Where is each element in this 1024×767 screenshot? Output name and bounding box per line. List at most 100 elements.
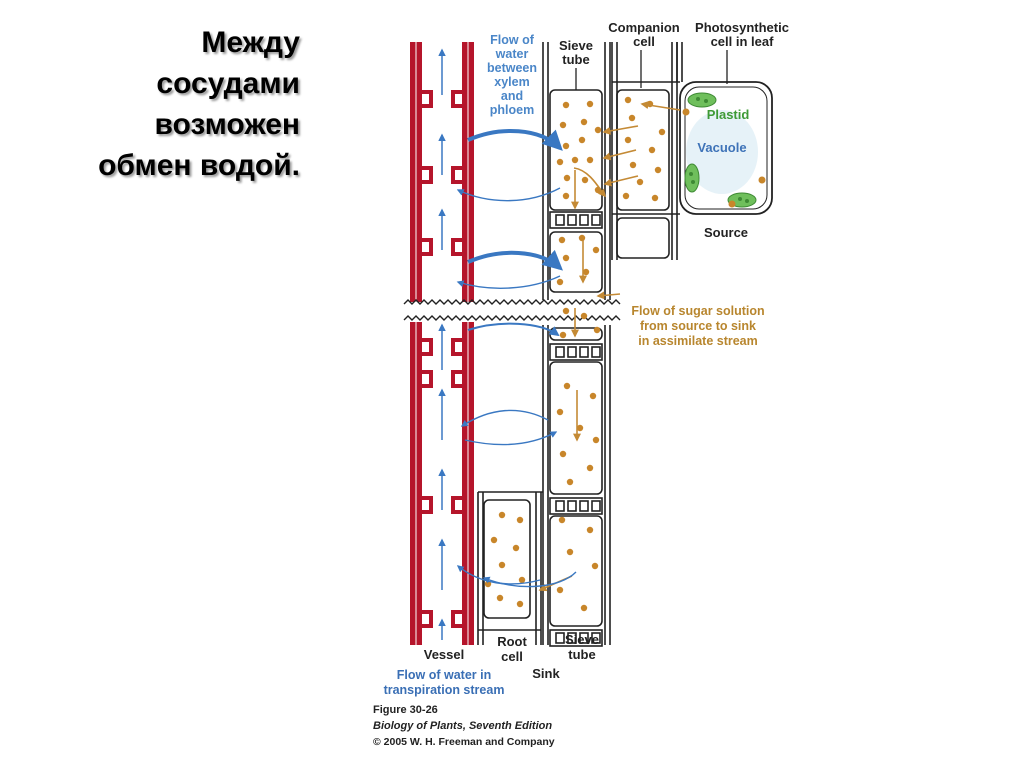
vessel-label: Vessel — [424, 647, 465, 662]
sugar-dot — [580, 604, 588, 612]
sugar-dot — [580, 118, 588, 126]
xylem-pit — [451, 166, 462, 184]
source-label: Source — [704, 225, 748, 240]
sugar-dot — [624, 96, 632, 104]
water-exchange-arrow — [456, 187, 561, 202]
sugar-dot — [582, 268, 590, 276]
water-exchange-arrows — [456, 129, 577, 588]
sieve-plate — [549, 629, 603, 647]
sugar-dot — [580, 312, 588, 320]
phloem-cell-walls — [477, 42, 683, 647]
sieve-pore — [555, 632, 565, 644]
caption-copyright: © 2005 W. H. Freeman and Company — [373, 736, 555, 748]
sugar-dot — [628, 114, 636, 122]
sugar-dot — [629, 161, 637, 169]
svg-text:water: water — [495, 47, 529, 61]
sugar-dot — [559, 450, 567, 458]
sugar-dot — [594, 126, 602, 134]
xylem-pit — [422, 338, 433, 356]
water-exchange-arrow — [467, 129, 563, 151]
sugar-dot — [622, 192, 630, 200]
sugar-dot — [562, 307, 570, 315]
sugar-dot — [658, 128, 666, 136]
break-line — [403, 315, 621, 321]
figure-caption: Figure 30-26 Biology of Plants, Seventh … — [373, 704, 555, 748]
sieve-cell — [549, 89, 603, 211]
sugar-dot — [586, 156, 594, 164]
sieve-pore — [567, 346, 577, 358]
xylem-pit — [422, 166, 433, 184]
sieve-pore — [555, 346, 565, 358]
sieve-cell — [549, 361, 603, 495]
sugar-flow-arrow — [596, 291, 621, 300]
transpiration-label: Flow of water in transpiration stream — [384, 668, 505, 697]
sugar-dot — [624, 136, 632, 144]
water-exchange-arrow — [482, 571, 577, 588]
plastid-icon — [684, 163, 700, 193]
svg-text:between: between — [487, 61, 537, 75]
sieve-cell — [549, 515, 603, 627]
sugar-dot — [648, 146, 656, 154]
sugar-dot — [586, 464, 594, 472]
sugar-dot — [559, 121, 567, 129]
xylem-pit — [451, 370, 462, 388]
root-cell — [483, 499, 531, 619]
sieve-pore — [567, 500, 577, 512]
sugar-dot — [654, 166, 662, 174]
sugar-dot — [563, 382, 571, 390]
sugar-dot — [592, 246, 600, 254]
title-line-1: Между — [201, 26, 300, 59]
sieve-pore — [591, 346, 601, 358]
xylem-pit — [422, 370, 433, 388]
companion-cell-label: Companion cell — [608, 20, 680, 49]
svg-text:from source to sink: from source to sink — [640, 319, 756, 333]
sugar-dot — [651, 194, 659, 202]
vacuole — [686, 110, 758, 194]
water-exchange-arrow — [460, 409, 549, 427]
sieve-pore — [591, 500, 601, 512]
sugar-dot — [593, 326, 601, 334]
sugar-flow-arrow — [602, 125, 639, 135]
sugar-dot — [558, 516, 566, 524]
sugar-flow-arrow — [640, 101, 681, 111]
title-line-3: возможен — [154, 108, 300, 141]
caption-figure-number: Figure 30-26 — [373, 704, 438, 716]
sugar-dot — [556, 408, 564, 416]
sieve-tube-top-label: Sieve tube — [559, 38, 593, 67]
svg-text:Companion: Companion — [608, 20, 680, 35]
root-cell-label: Root cell — [497, 634, 527, 664]
phloem-xylem-diagram: Companion cell Photosynthetic cell in le… — [373, 20, 789, 748]
sugar-dot — [518, 576, 526, 584]
sugar-dot — [578, 234, 586, 242]
sieve-plate — [549, 497, 603, 515]
title-line-2: сосудами — [156, 67, 300, 100]
sugar-flow-label: Flow of sugar solution from source to si… — [631, 304, 764, 348]
sieve-pore — [591, 214, 601, 226]
sieve-pore — [567, 632, 577, 644]
sink-label: Sink — [532, 666, 560, 681]
sugar-dot — [498, 561, 506, 569]
sugar-dot — [516, 600, 524, 608]
sugar-dot — [566, 478, 574, 486]
sugar-dot — [512, 544, 520, 552]
sugar-dot — [563, 174, 571, 182]
svg-text:cell: cell — [501, 649, 523, 664]
sieve-pore — [555, 500, 565, 512]
water-exchange-arrow — [467, 249, 563, 271]
svg-text:Sieve: Sieve — [559, 38, 593, 53]
sugar-flow-arrows — [538, 101, 681, 592]
sieve-plate — [549, 343, 603, 361]
companion-cell — [616, 89, 670, 211]
sugar-dot — [498, 511, 506, 519]
sugar-dot — [566, 548, 574, 556]
sugar-dot — [490, 536, 498, 544]
sugar-dot — [592, 436, 600, 444]
water-exchange-label: Flow of water between xylem and phloem — [487, 33, 537, 117]
sugar-flow-arrow — [602, 149, 637, 161]
xylem-pit — [422, 496, 433, 514]
sugar-molecules — [484, 96, 666, 612]
svg-text:and: and — [501, 89, 523, 103]
slide-title: Между сосудами возможен обмен водой. — [0, 22, 300, 186]
svg-text:phloem: phloem — [490, 103, 534, 117]
